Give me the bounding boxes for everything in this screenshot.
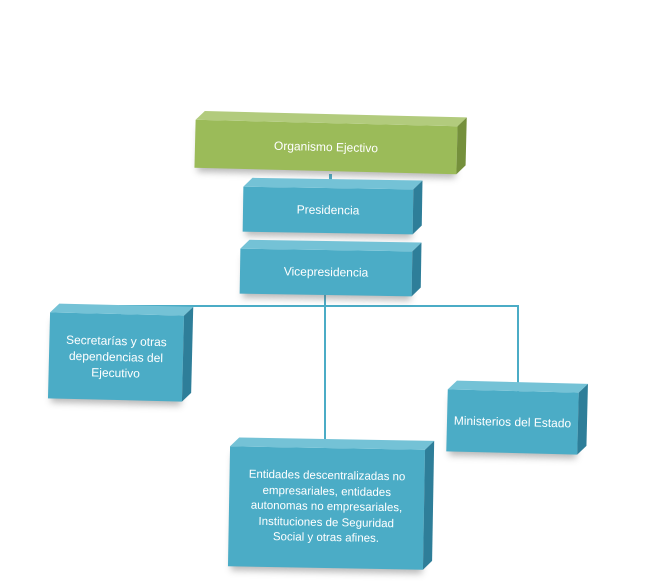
node-label: Organismo Ejectivo — [273, 138, 379, 156]
node-label: Ministerios del Estado — [453, 413, 572, 431]
node-organismo-ejectivo: Organismo Ejectivo — [194, 111, 467, 175]
connector-drop-entidades — [324, 305, 326, 450]
box-side-face — [181, 306, 194, 402]
connector-horizontal-rail — [120, 305, 518, 307]
node-label: Vicepresidencia — [283, 264, 369, 281]
node-label: Presidencia — [296, 202, 360, 218]
box-side-face — [411, 242, 422, 297]
connector-organismo-presidencia — [329, 174, 332, 187]
box-top-face — [240, 239, 422, 252]
box-side-face — [412, 180, 423, 235]
box-side-face — [577, 383, 588, 455]
box-top-face — [195, 111, 467, 127]
node-ministerios: Ministerios del Estado — [446, 380, 588, 455]
node-label: Secretarías y otras dependencias del Eje… — [65, 332, 167, 381]
node-entidades: Entidades descentralizadas no empresaria… — [227, 437, 435, 570]
node-secretarias: Secretarías y otras dependencias del Eje… — [47, 303, 194, 402]
node-label: Entidades descentralizadas no empresaria… — [248, 468, 406, 546]
connector-vicepresidencia-down — [324, 295, 326, 306]
connector-drop-ministerios — [517, 305, 519, 393]
box-side-face — [456, 117, 467, 175]
node-presidencia: Presidencia — [242, 177, 423, 235]
box-top-face — [230, 437, 435, 450]
box-side-face — [422, 440, 435, 570]
box-top-face — [243, 177, 423, 190]
node-vicepresidencia: Vicepresidencia — [239, 239, 422, 297]
